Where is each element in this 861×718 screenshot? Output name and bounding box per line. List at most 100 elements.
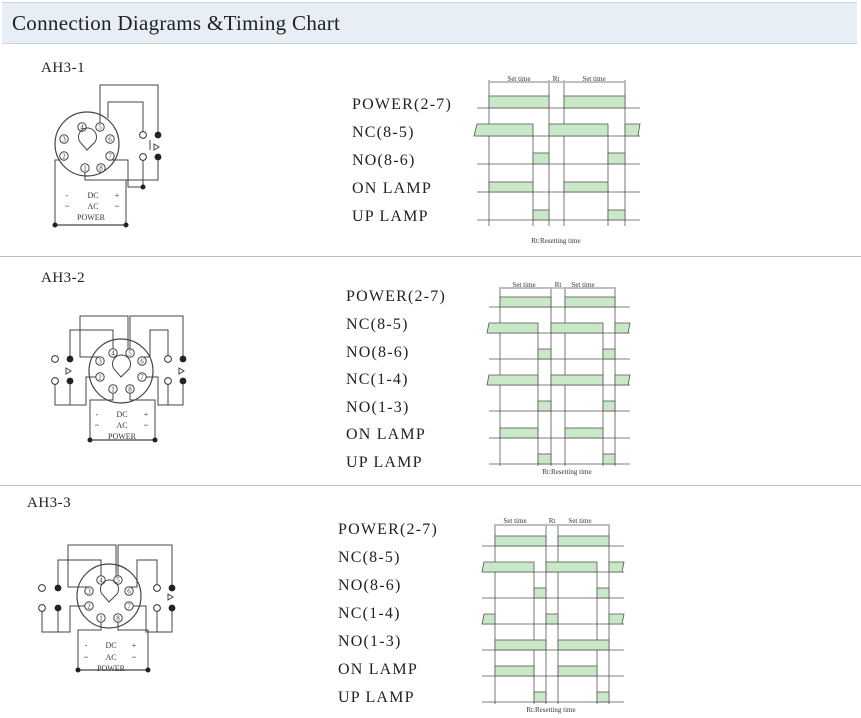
terminal-icon: [139, 131, 147, 139]
pin-number: 5: [98, 124, 102, 132]
terminal-icon: [168, 604, 176, 612]
pin-number: 5: [128, 350, 132, 358]
polarity-label: -: [85, 641, 88, 650]
signal-label: ON LAMP: [352, 180, 432, 197]
power-label: POWER: [97, 664, 126, 673]
terminal-icon: [54, 604, 62, 612]
polarity-label: ~: [65, 202, 70, 211]
rt-label: Rt: [555, 281, 562, 289]
terminal-icon: [54, 584, 62, 592]
terminal-icon: [154, 153, 162, 161]
polarity-label: +: [144, 410, 149, 419]
signal-label: NO(8-6): [346, 344, 410, 361]
signal-label: NC(8-5): [338, 549, 401, 566]
polarity-label: -: [96, 410, 99, 419]
rt-label: Rt: [549, 517, 556, 525]
set-time-label: Set time: [507, 75, 530, 83]
pin-number: 6: [127, 588, 131, 596]
signal-label: NO(8-6): [338, 577, 402, 594]
dc-label: DC: [87, 191, 98, 200]
terminal-icon: [51, 377, 59, 385]
terminal-icon: [38, 604, 46, 612]
resetting-note: Rt:Resetting time: [542, 468, 591, 476]
polarity-label: ~: [95, 421, 100, 430]
signal-label: NC(8-5): [346, 316, 409, 333]
pin-number: 2: [98, 374, 102, 382]
terminal-icon: [154, 131, 162, 139]
terminal-icon: [179, 355, 187, 363]
section-divider: [0, 485, 861, 486]
rt-label: Rt: [553, 75, 560, 83]
set-time-label: Set time: [512, 281, 535, 289]
section-label-ah3-1: AH3-1: [41, 60, 86, 76]
signal-label: NC(1-4): [346, 371, 409, 388]
pin-number: 2: [62, 153, 66, 161]
signal-label: POWER(2-7): [346, 288, 446, 305]
signal-label: NO(1-3): [338, 633, 402, 650]
terminal-icon: [164, 377, 172, 385]
pin-number: 1: [111, 386, 115, 394]
terminal-icon: [153, 604, 161, 612]
pin-number: 6: [140, 358, 144, 366]
pin-number: 8: [128, 386, 132, 394]
signal-label: NC(8-5): [352, 124, 415, 141]
ac-label: AC: [87, 202, 98, 211]
terminal-icon: [153, 584, 161, 592]
polarity-label: +: [132, 641, 137, 650]
terminal-icon: [168, 584, 176, 592]
polarity-label: ~: [144, 421, 149, 430]
terminal-icon: [51, 355, 59, 363]
polarity-label: -: [66, 191, 69, 200]
pin-number: 3: [98, 358, 102, 366]
terminal-icon: [139, 153, 147, 161]
pin-number: 7: [127, 603, 131, 611]
pin-number: 7: [108, 153, 112, 161]
signal-label: NO(1-3): [346, 399, 410, 416]
pin-number: 6: [108, 136, 112, 144]
power-label: POWER: [77, 213, 106, 222]
pin-number: 8: [99, 165, 103, 173]
signal-label: NO(8-6): [352, 152, 416, 169]
ac-label: AC: [116, 421, 127, 430]
pin-number: 5: [116, 577, 120, 585]
section-divider: [0, 256, 861, 257]
dc-label: DC: [105, 641, 116, 650]
section-label-ah3-3: AH3-3: [27, 495, 72, 511]
dc-label: DC: [116, 410, 127, 419]
terminal-icon: [179, 377, 187, 385]
polarity-label: ~: [115, 202, 120, 211]
set-time-label: Set time: [582, 75, 605, 83]
polarity-label: +: [115, 191, 120, 200]
resetting-note: Rt:Resetting time: [526, 706, 575, 714]
pin-number: 2: [87, 603, 91, 611]
terminal-icon: [164, 355, 172, 363]
pin-number: 1: [83, 165, 87, 173]
set-time-label: Set time: [568, 517, 591, 525]
signal-label: UP LAMP: [338, 689, 415, 706]
signal-label: ON LAMP: [346, 426, 426, 443]
signal-label: POWER(2-7): [352, 96, 452, 113]
page-title: Connection Diagrams &Timing Chart: [12, 11, 341, 35]
pin-number: 3: [62, 136, 66, 144]
polarity-label: ~: [84, 653, 89, 662]
signal-label: ON LAMP: [338, 661, 418, 678]
pin-number: 1: [99, 615, 103, 623]
set-time-label: Set time: [571, 281, 594, 289]
set-time-label: Set time: [503, 517, 526, 525]
pin-number: 4: [80, 124, 84, 132]
signal-label: POWER(2-7): [338, 521, 438, 538]
signal-label: NC(1-4): [338, 605, 401, 622]
power-label: POWER: [108, 432, 137, 441]
terminal-icon: [66, 377, 74, 385]
terminal-icon: [38, 584, 46, 592]
pin-number: 7: [140, 374, 144, 382]
signal-label: UP LAMP: [346, 454, 423, 471]
section-label-ah3-2: AH3-2: [41, 270, 86, 286]
header-bar: Connection Diagrams &Timing Chart: [2, 2, 857, 44]
